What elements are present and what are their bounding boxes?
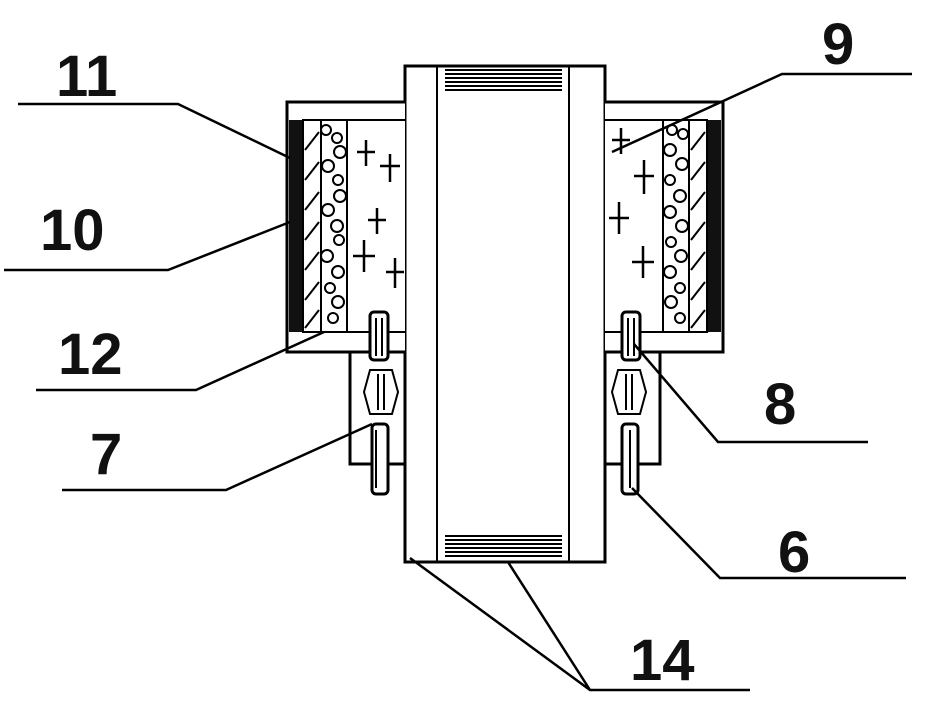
left-plus-signs bbox=[353, 140, 404, 288]
label-14: 14 bbox=[630, 628, 695, 693]
right-plus-signs bbox=[609, 128, 654, 278]
right-dark-strip bbox=[707, 120, 721, 332]
leader-lines bbox=[4, 72, 912, 692]
right-lower-clamp bbox=[603, 310, 662, 496]
leader-11 bbox=[18, 102, 291, 160]
right-bubbles bbox=[663, 124, 689, 324]
leader-9 bbox=[611, 72, 912, 154]
label-8: 8 bbox=[764, 372, 796, 437]
label-7: 7 bbox=[90, 422, 122, 487]
leader-8 bbox=[633, 343, 868, 444]
leader-10 bbox=[4, 220, 291, 272]
right-layer-hatch bbox=[690, 131, 706, 329]
leader-7 bbox=[62, 422, 373, 492]
label-12: 12 bbox=[58, 322, 123, 387]
label-6: 6 bbox=[778, 520, 810, 585]
leader-6 bbox=[631, 487, 906, 580]
right-housing bbox=[605, 100, 725, 354]
left-layer-hatch bbox=[304, 131, 320, 329]
left-housing bbox=[285, 100, 405, 354]
leader-12 bbox=[36, 330, 325, 392]
bottom-hatch-band bbox=[445, 535, 562, 557]
top-hatch-band bbox=[445, 69, 562, 91]
left-lower-clamp bbox=[348, 310, 407, 496]
central-column bbox=[403, 64, 607, 564]
left-dark-strip bbox=[289, 120, 303, 332]
label-11: 11 bbox=[56, 44, 117, 109]
left-bubbles bbox=[320, 124, 347, 324]
part-labels: 11 10 12 7 9 8 6 14 bbox=[40, 12, 854, 693]
label-9: 9 bbox=[822, 12, 854, 77]
leader-14 bbox=[409, 556, 750, 692]
label-10: 10 bbox=[40, 198, 105, 263]
